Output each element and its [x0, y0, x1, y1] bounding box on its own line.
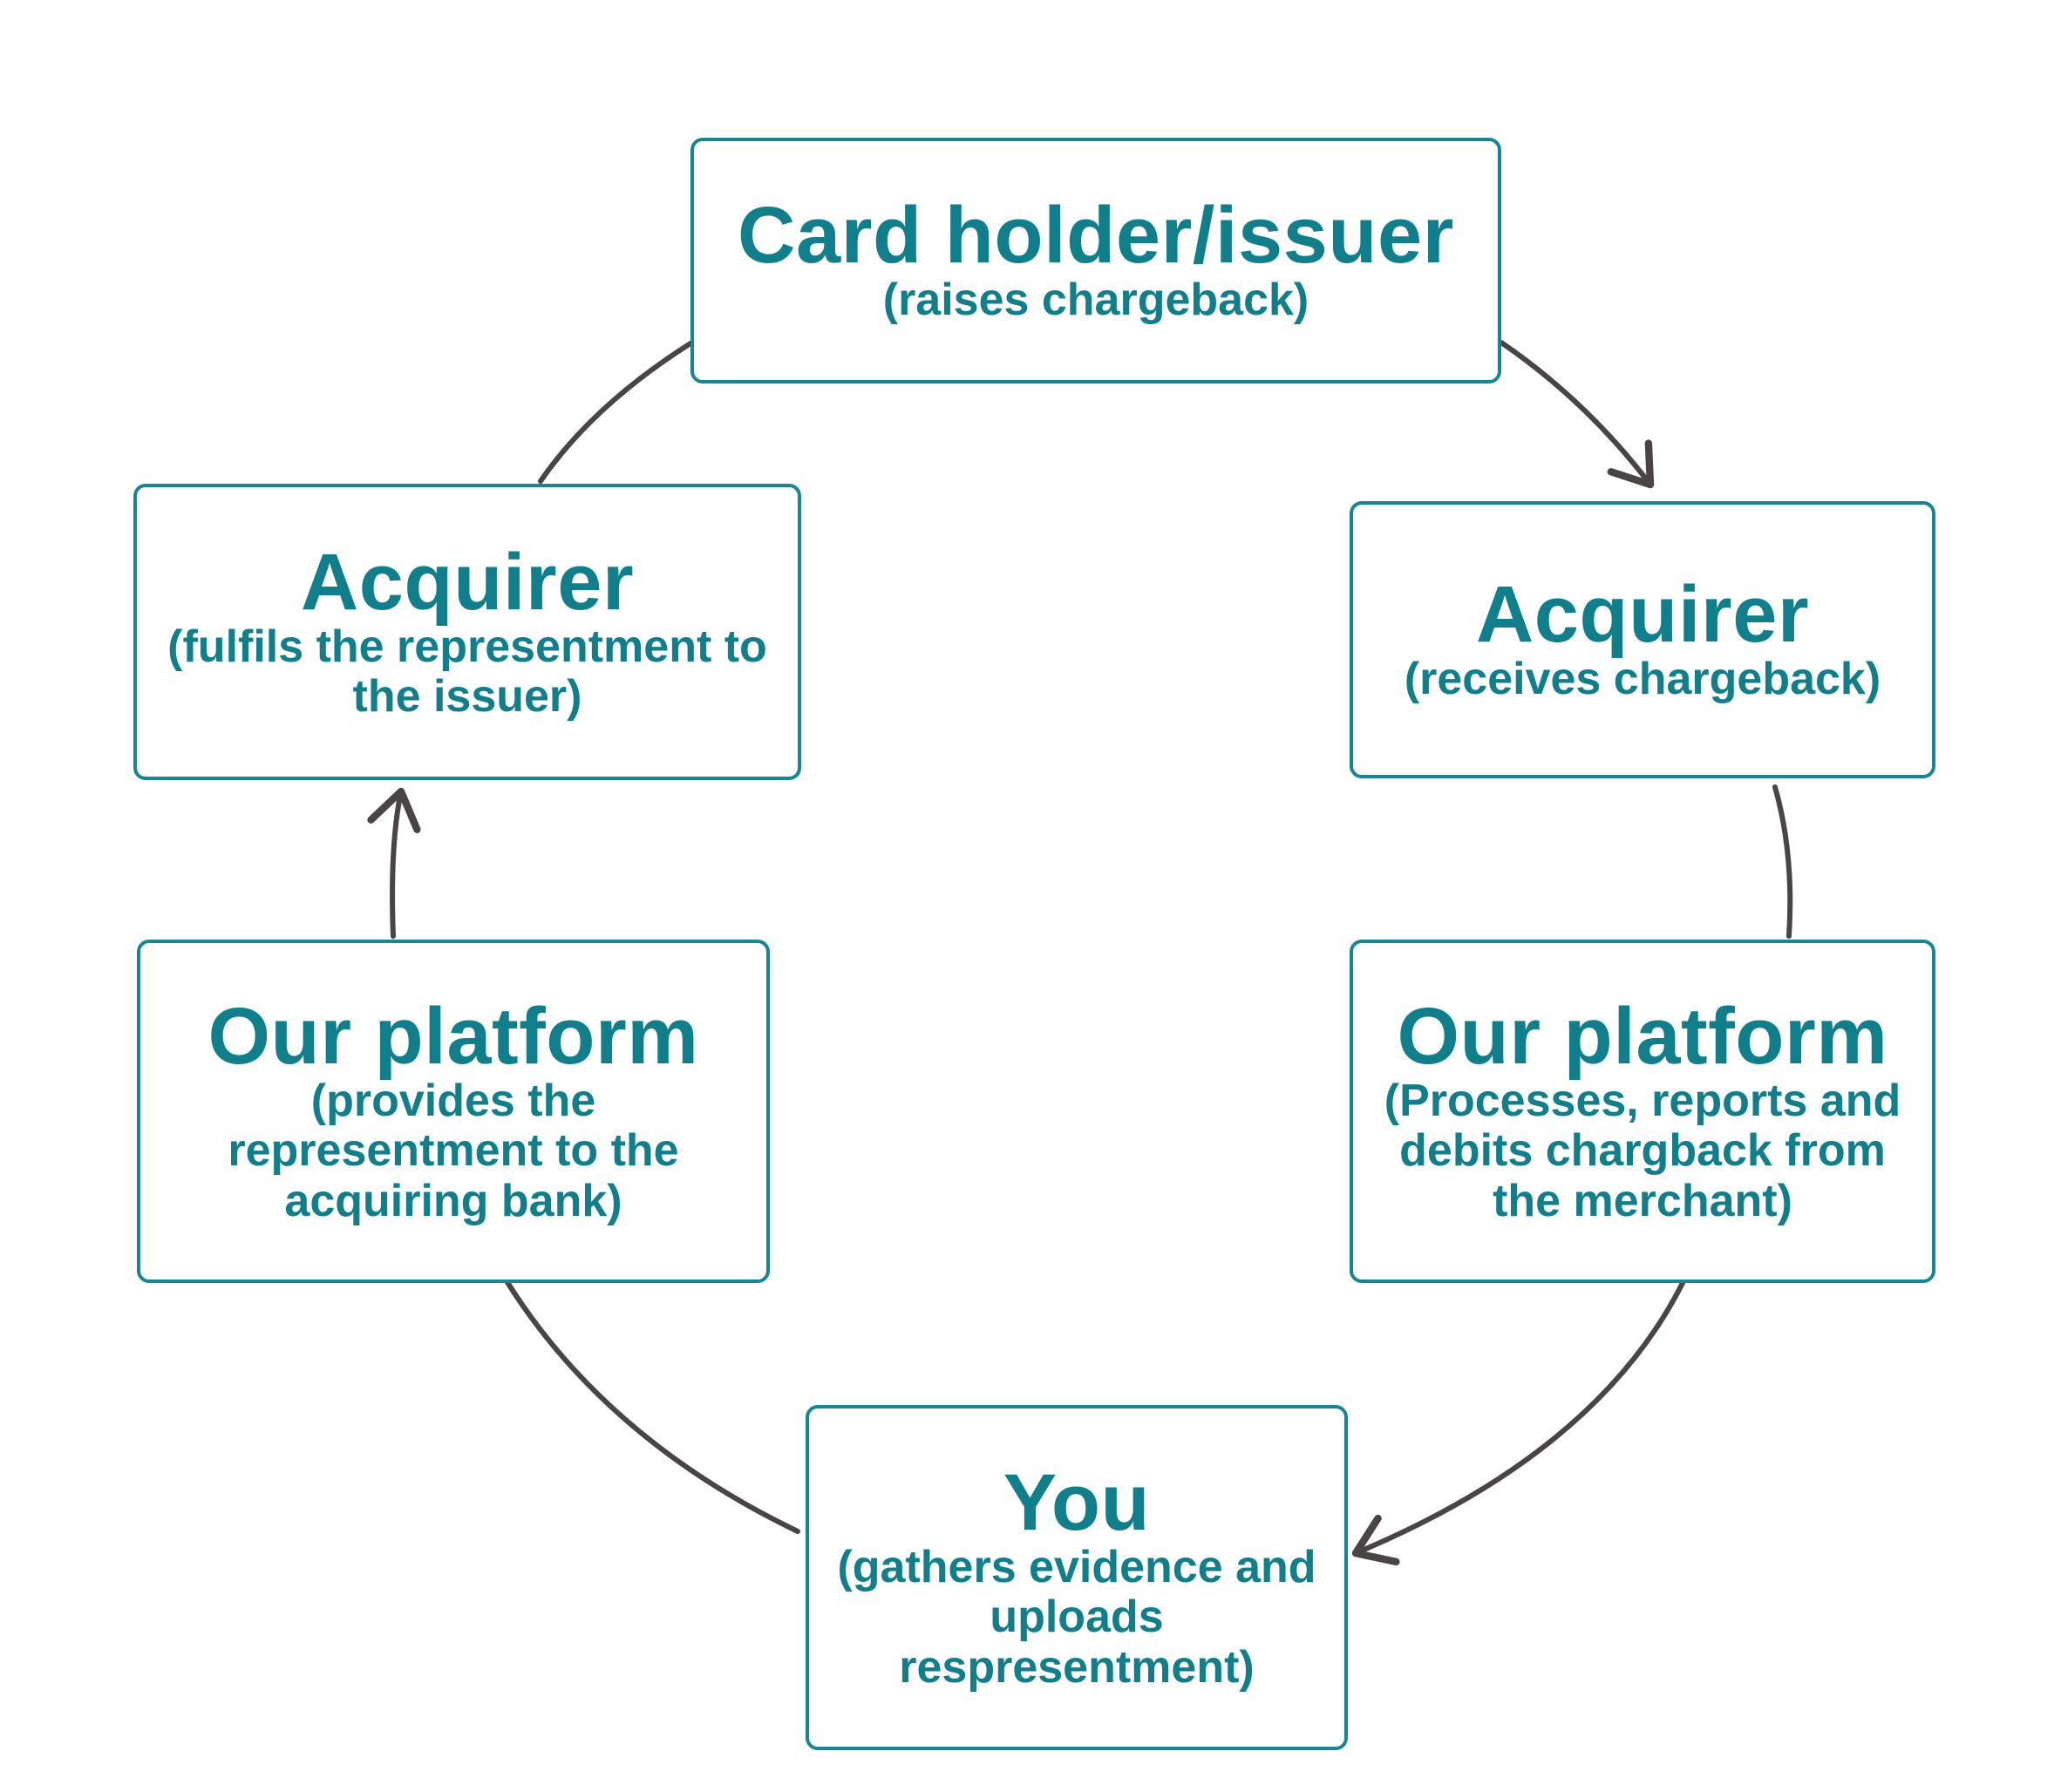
- node-title: Card holder/issuer: [738, 191, 1454, 281]
- node-subtitle: (raises chargeback): [882, 275, 1309, 326]
- node-acquirer-receives: Acquirer (receives chargeback): [1350, 501, 1935, 778]
- line-acquirer-to-cardholder: [538, 341, 693, 484]
- node-title: Our platform: [1397, 992, 1888, 1082]
- line-acquirer-to-platform: [1772, 784, 1793, 939]
- arrow-platform-to-acquirer: [367, 787, 421, 939]
- node-title: You: [1003, 1458, 1151, 1548]
- line-you-to-platform: [503, 1277, 800, 1534]
- node-you: You (gathers evidence and uploads respre…: [806, 1405, 1348, 1750]
- node-title: Acquirer: [1475, 570, 1810, 660]
- arrow-cardholder-to-acquirer: [1499, 340, 1655, 489]
- node-platform-provides: Our platform (provides the representment…: [137, 940, 770, 1283]
- node-subtitle: (Processes, reports and debits chargback…: [1384, 1076, 1901, 1226]
- node-platform-processes: Our platform (Processes, reports and deb…: [1350, 940, 1935, 1283]
- arrow-platform-to-you: [1351, 1277, 1687, 1566]
- node-cardholder-issuer: Card holder/issuer (raises chargeback): [690, 138, 1501, 384]
- node-title: Our platform: [207, 992, 699, 1082]
- node-acquirer-fulfils: Acquirer (fulfils the representment to t…: [133, 484, 801, 780]
- node-subtitle: (fulfils the representment to the issuer…: [167, 621, 767, 722]
- node-subtitle: (receives chargeback): [1404, 654, 1881, 705]
- node-title: Acquirer: [300, 537, 635, 627]
- node-subtitle: (provides the representment to the acqui…: [228, 1076, 679, 1226]
- node-subtitle: (gathers evidence and uploads respresent…: [837, 1542, 1316, 1693]
